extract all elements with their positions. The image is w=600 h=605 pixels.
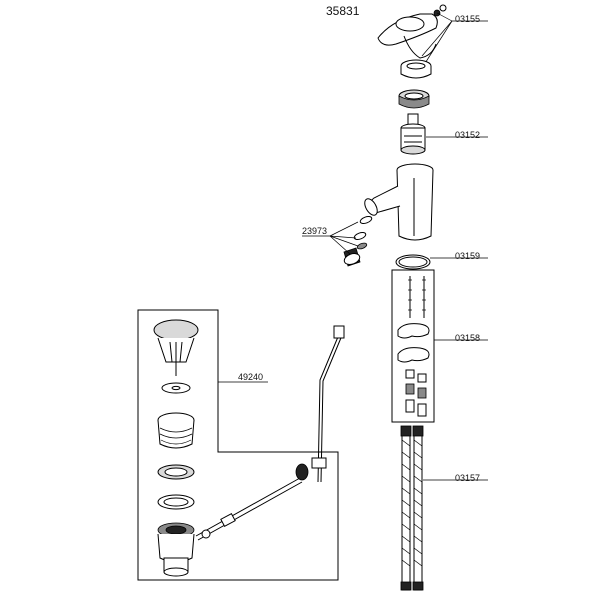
model-number: 35831 <box>326 4 360 18</box>
handle-lever[interactable] <box>377 13 438 59</box>
cover-cap[interactable] <box>400 59 432 79</box>
part-label-o-ring[interactable]: 03159 <box>455 251 481 261</box>
part-label-handle-set[interactable]: 03155 <box>455 14 481 24</box>
part-label-hoses[interactable]: 03157 <box>455 473 481 483</box>
gasket-lower[interactable] <box>157 494 195 510</box>
cartridge[interactable] <box>400 113 426 155</box>
handle-screw[interactable] <box>433 4 447 17</box>
threaded-ring[interactable] <box>398 89 430 109</box>
seal-ring[interactable] <box>161 382 191 394</box>
flexible-hoses[interactable] <box>400 425 424 591</box>
linkage-rod[interactable] <box>195 463 309 541</box>
faucet-body[interactable] <box>362 163 434 241</box>
part-label-aerator[interactable]: 23973 <box>302 226 328 236</box>
waste-box-outline <box>137 309 339 581</box>
waste-body[interactable] <box>157 412 195 449</box>
aerator-parts[interactable] <box>343 215 373 267</box>
part-label-fixing-set[interactable]: 03158 <box>455 333 481 343</box>
part-label-pop-up-waste[interactable]: 49240 <box>238 372 264 382</box>
plug-cap[interactable] <box>153 319 199 376</box>
lift-rod[interactable] <box>311 325 345 483</box>
part-label-cartridge[interactable]: 03152 <box>455 130 481 140</box>
o-ring[interactable] <box>395 254 431 270</box>
gasket-upper[interactable] <box>157 464 195 480</box>
waste-tailpiece[interactable] <box>157 522 195 577</box>
fixing-set[interactable] <box>391 269 435 423</box>
